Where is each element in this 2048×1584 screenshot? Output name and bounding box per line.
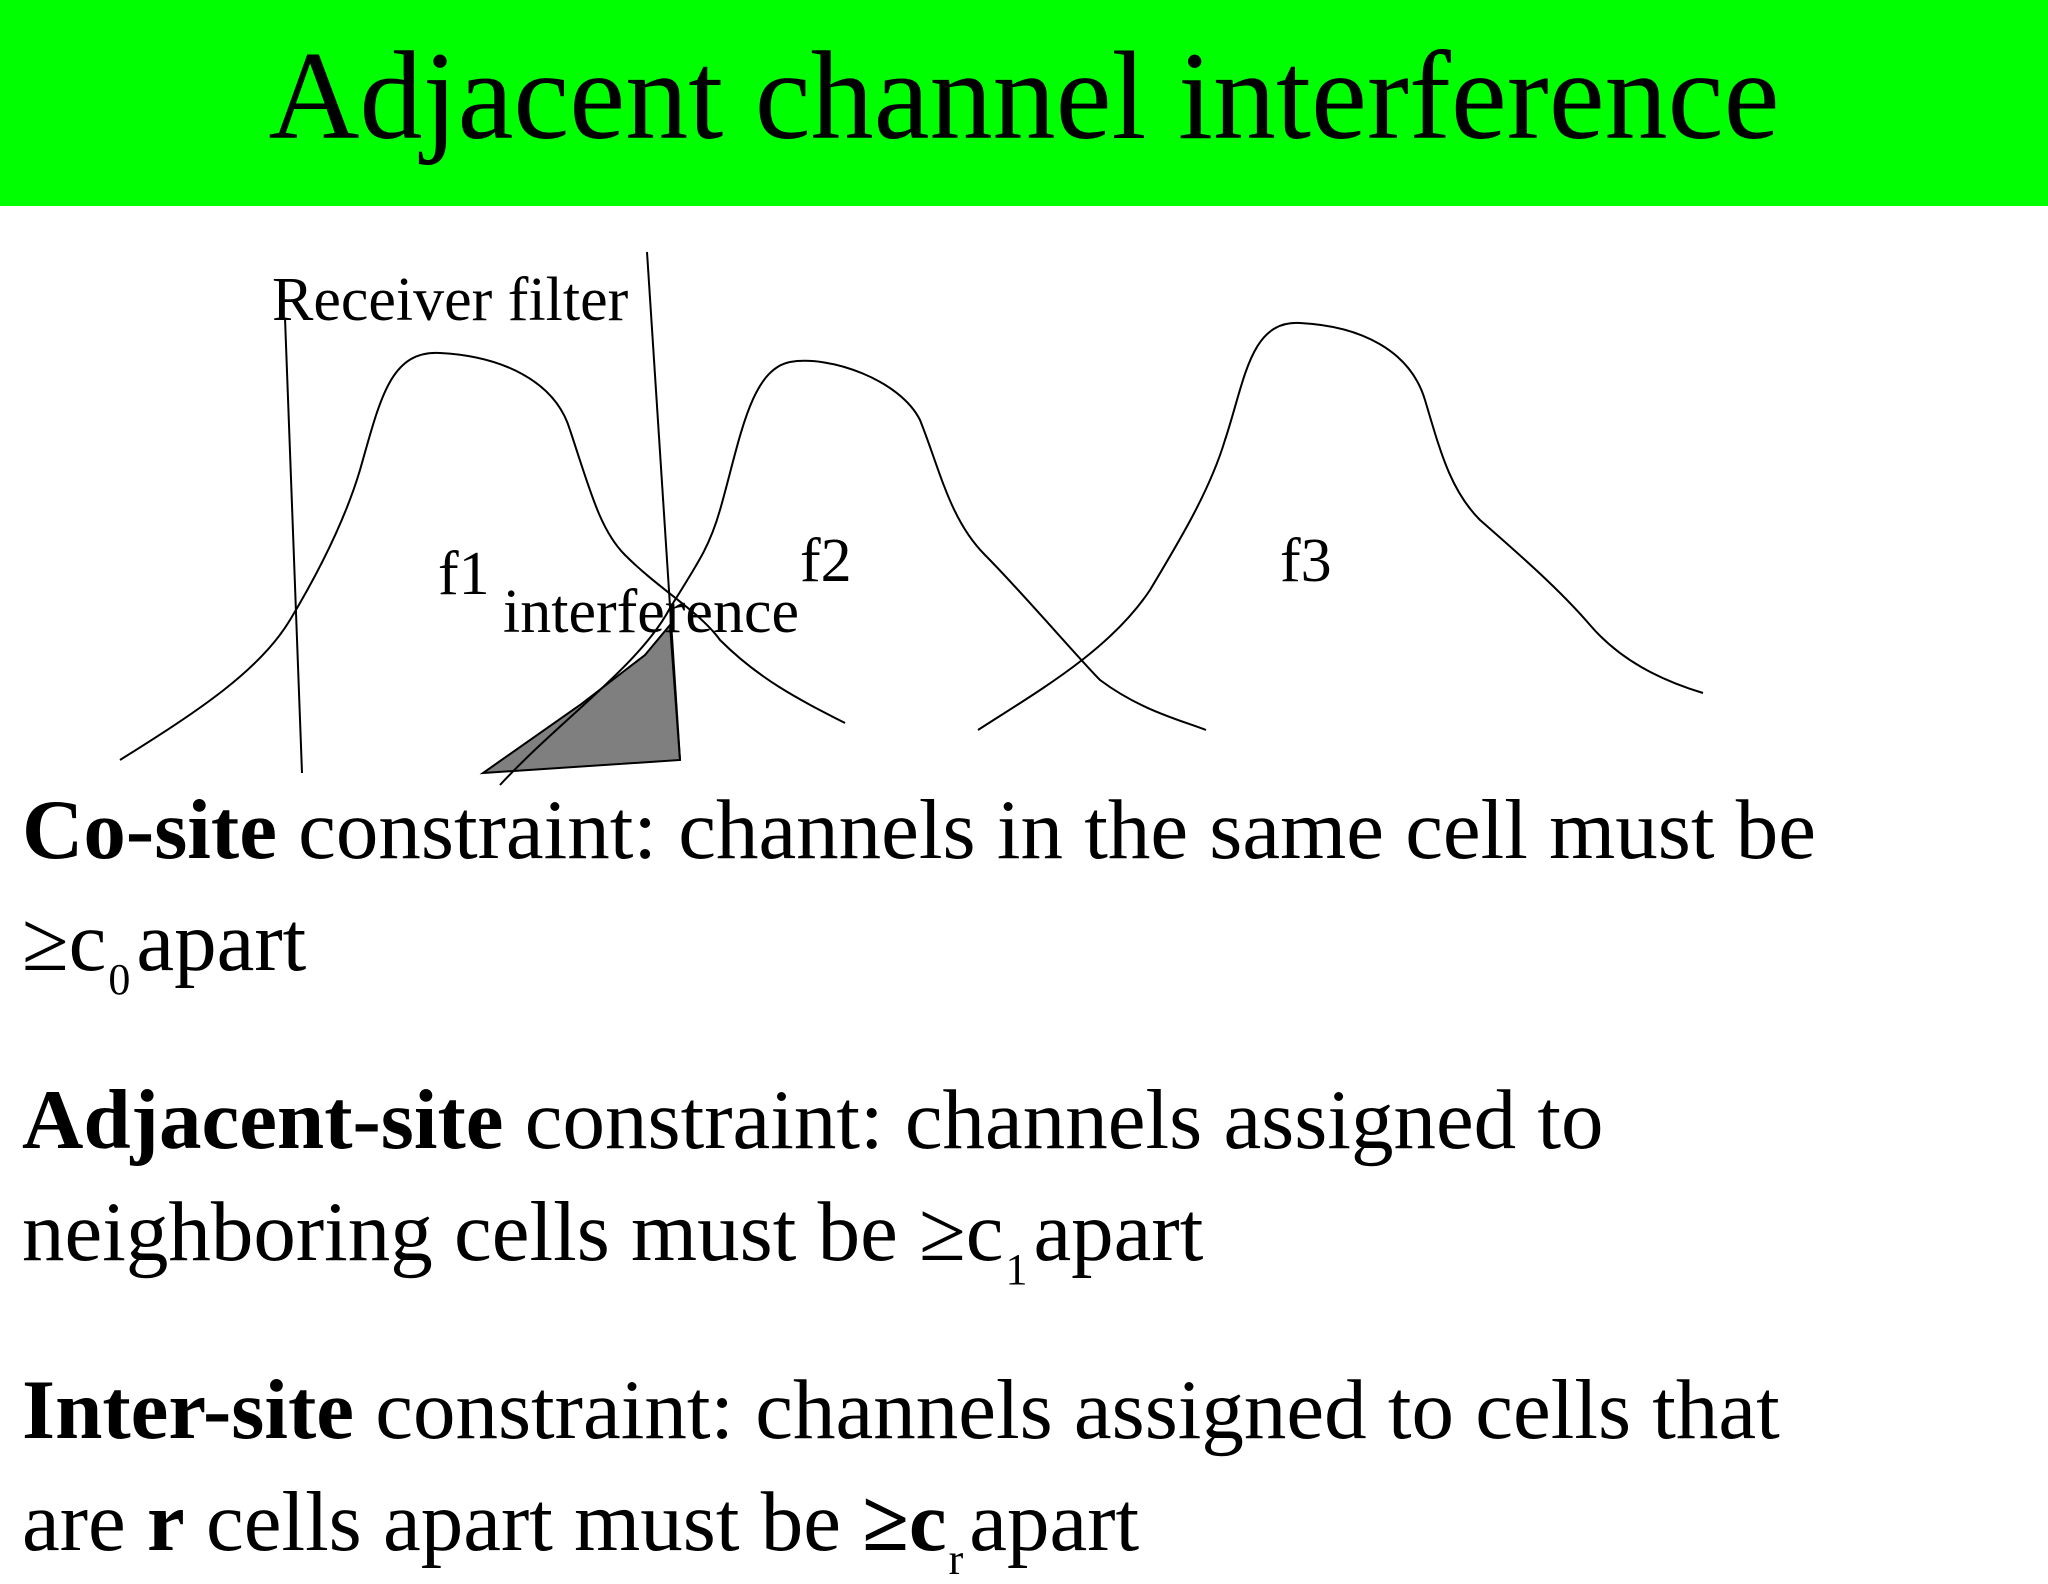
adjacent-site-subscript: 1	[1005, 1245, 1028, 1294]
channel-curve-f3	[977, 321, 1704, 731]
adjacent-site-text-2: neighboring cells must be ≥c	[22, 1185, 1004, 1279]
inter-site-line-1: Inter-site constraint: channels assigned…	[22, 1368, 1780, 1453]
inter-site-symbol: ≥c	[862, 1475, 947, 1569]
channel-curve-f1	[119, 351, 846, 761]
adjacent-site-term: Adjacent-site	[22, 1073, 504, 1167]
inter-site-r: r	[147, 1475, 185, 1569]
channel-label-f1: f1	[438, 540, 490, 608]
adjacent-site-line-1: Adjacent-site constraint: channels assig…	[22, 1078, 1604, 1163]
adjacent-site-text: constraint: channels assigned to	[503, 1073, 1604, 1167]
co-site-term: Co-site	[22, 783, 277, 877]
channel-label-f3: f3	[1280, 527, 1332, 595]
inter-site-text: constraint: channels assigned to cells t…	[354, 1363, 1780, 1457]
inter-site-subscript: r	[948, 1535, 964, 1584]
inter-site-apart: apart	[969, 1475, 1140, 1569]
inter-site-term: Inter-site	[22, 1363, 354, 1457]
co-site-symbol: ≥c	[22, 895, 107, 989]
channel-curve-f2	[499, 359, 1207, 786]
co-site-apart: apart	[136, 895, 307, 989]
receiver-filter-label: Receiver filter	[272, 266, 629, 334]
adjacent-site-apart: apart	[1033, 1185, 1204, 1279]
interference-area	[479, 622, 682, 775]
co-site-line-2: ≥c0apart	[22, 900, 306, 1002]
interference-label: interference	[503, 578, 799, 646]
slide-title: Adjacent channel interference	[268, 27, 1780, 166]
receiver-filter-right-edge	[646, 251, 681, 761]
co-site-text: constraint: channels in the same cell mu…	[276, 783, 1816, 877]
co-site-subscript: 0	[108, 955, 131, 1004]
inter-site-text-2a: are	[22, 1475, 148, 1569]
co-site-line-1: Co-site constraint: channels in the same…	[22, 788, 1816, 873]
adjacent-site-line-2: neighboring cells must be ≥c1apart	[22, 1190, 1203, 1292]
channel-label-f2: f2	[800, 527, 852, 595]
channel-spectrum-diagram: Receiver filter f1 f2 f3 interference	[119, 251, 1704, 786]
inter-site-text-2b: cells apart must be	[184, 1475, 863, 1569]
receiver-filter-left-edge	[284, 317, 303, 774]
inter-site-line-2: are r cells apart must be ≥crapart	[22, 1480, 1139, 1582]
title-bar: Adjacent channel interference	[0, 0, 2048, 206]
